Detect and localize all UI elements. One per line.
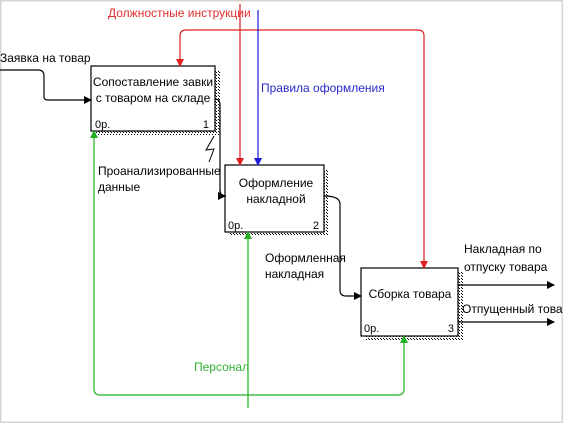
arrow-input-request-line [0,69,92,104]
activity-box-2[interactable]: Оформление накладной 0р. 2 [224,164,329,236]
arrow-input-request[interactable] [0,69,92,104]
box-3-number: 3 [448,323,454,335]
box-1-title-line-2: с товаром на складе [96,91,211,105]
label-mechanism-staff: Персонал [194,360,249,374]
label-control-rules: Правила оформления [261,81,385,95]
label-output-invoice-line-1: Накладная по [464,242,542,256]
box-1-number: 1 [203,119,209,131]
box-3-title: Сборка товара [369,287,452,301]
red-to-box-3 [417,29,428,269]
box-1-frame [90,65,216,132]
activity-box-3[interactable]: Сборка товара 0р. 3 [360,267,463,340]
activity-box-1[interactable]: Сопоставление завки с товаром на складе … [90,65,220,135]
label-input-request: Заявка на товар [0,51,91,65]
label-output-goods: Отпущенный товар [462,302,563,316]
label-analyzed-data-line-2: данные [98,180,141,194]
arrow-prepared-invoice[interactable] [323,195,362,300]
green-to-box-3 [397,335,408,396]
box-3-op: 0р. [364,323,379,335]
label-control-instructions: Должностные инструкции [108,6,251,20]
label-prepared-invoice-line-1: Оформленная [265,251,346,265]
box-2-title-line-1: Оформление [239,176,314,190]
box-1-title-line-1: Сопоставление завки [93,75,213,89]
squiggle-marker [205,135,215,163]
arrow-analyzed-data-head [217,189,226,200]
box-2-title-line-2: накладной [246,192,305,206]
box-2-frame [224,164,325,233]
green-to-box-1 [90,130,101,396]
arrow-control-instructions[interactable] [176,4,428,269]
box-2-number: 2 [313,220,319,232]
box-1-op: 0р. [95,119,110,131]
label-output-invoice-line-2: отпуску товара [464,260,548,274]
box-3-frame [360,267,459,337]
box-2-op: 0р. [228,220,243,232]
label-prepared-invoice-line-2: накладная [265,267,324,281]
label-analyzed-data-line-1: Проанализированные [98,164,221,178]
red-to-box-1 [176,29,187,67]
arrow-mechanism-staff[interactable] [90,130,408,408]
arrow-prepared-invoice-line [323,195,362,300]
arrow-analyzed-data[interactable] [205,98,227,200]
